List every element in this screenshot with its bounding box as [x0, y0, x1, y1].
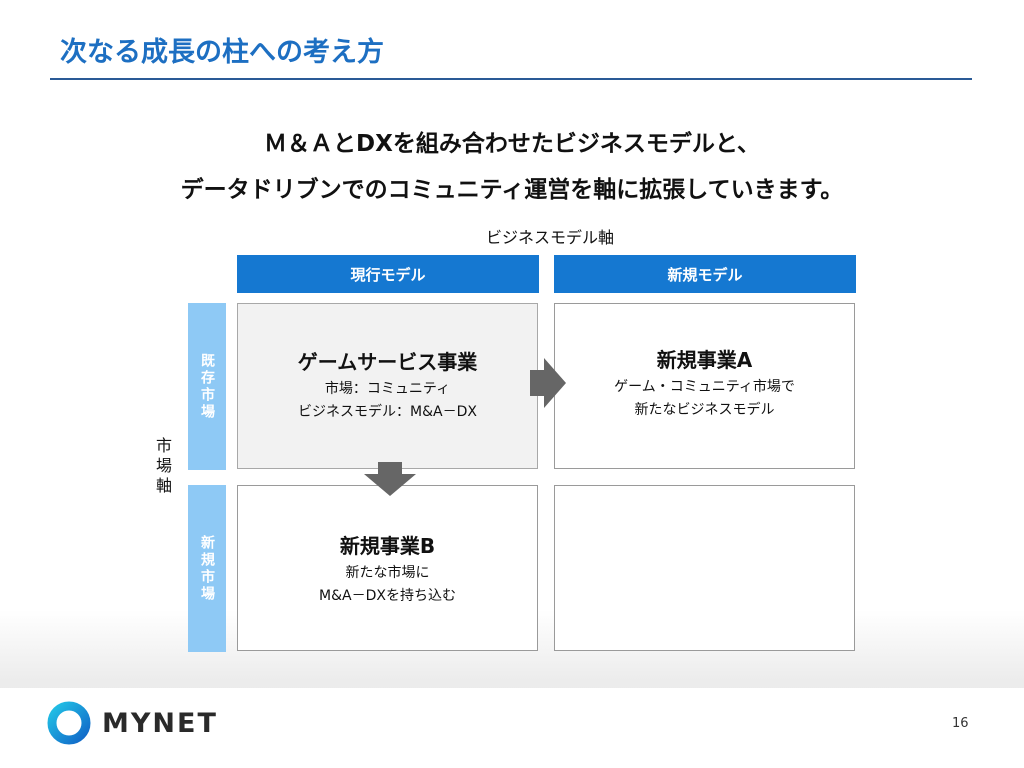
column-header-current-model: 現行モデル [237, 255, 539, 293]
cell-game-service-business: ゲームサービス事業 市場：コミュニティ ビジネスモデル：M&A－DX [237, 303, 538, 469]
arrow-right-icon [530, 358, 566, 408]
y-axis-label: 市場軸 [153, 437, 172, 497]
cell-text: ゲーム・コミュニティ市場で [614, 379, 795, 395]
title-divider [50, 78, 972, 80]
cell-text: ビジネスモデル：M&A－DX [298, 404, 477, 420]
column-header-new-model: 新規モデル [554, 255, 856, 293]
cell-title: 新規事業A [656, 348, 753, 372]
cell-text: 新たな市場に [345, 565, 430, 581]
row-header-new-market: 新規市場 [188, 485, 226, 652]
cell-title: 新規事業B [339, 534, 436, 558]
x-axis-label: ビジネスモデル軸 [485, 228, 614, 247]
cell-title: ゲームサービス事業 [297, 350, 478, 374]
cell-new-business-b: 新規事業B 新たな市場に M&A－DXを持ち込む [237, 485, 538, 651]
mynet-logo: MYNET [46, 700, 218, 746]
cell-text: 市場：コミュニティ [324, 381, 451, 397]
cell-text: M&A－DXを持ち込む [319, 588, 456, 604]
mynet-ring-logo-icon [47, 701, 91, 745]
lead-text-line-2: データドリブンでのコミュニティ運営を軸に拡張していきます。 [180, 177, 844, 203]
cell-text: 新たなビジネスモデル [634, 402, 775, 418]
page-title: 次なる成長の柱への考え方 [60, 37, 384, 68]
arrow-down-icon [364, 462, 416, 496]
cell-new-business-a: 新規事業A ゲーム・コミュニティ市場で 新たなビジネスモデル [554, 303, 855, 469]
page-number: 16 [952, 716, 969, 731]
row-header-existing-market: 既存市場 [188, 303, 226, 470]
logo-wordmark: MYNET [102, 707, 218, 739]
cell-empty [554, 485, 855, 651]
lead-text-line-1: Ｍ＆ＡとDXを組み合わせたビジネスモデルと、 [264, 131, 760, 157]
footer-band [0, 688, 1024, 768]
